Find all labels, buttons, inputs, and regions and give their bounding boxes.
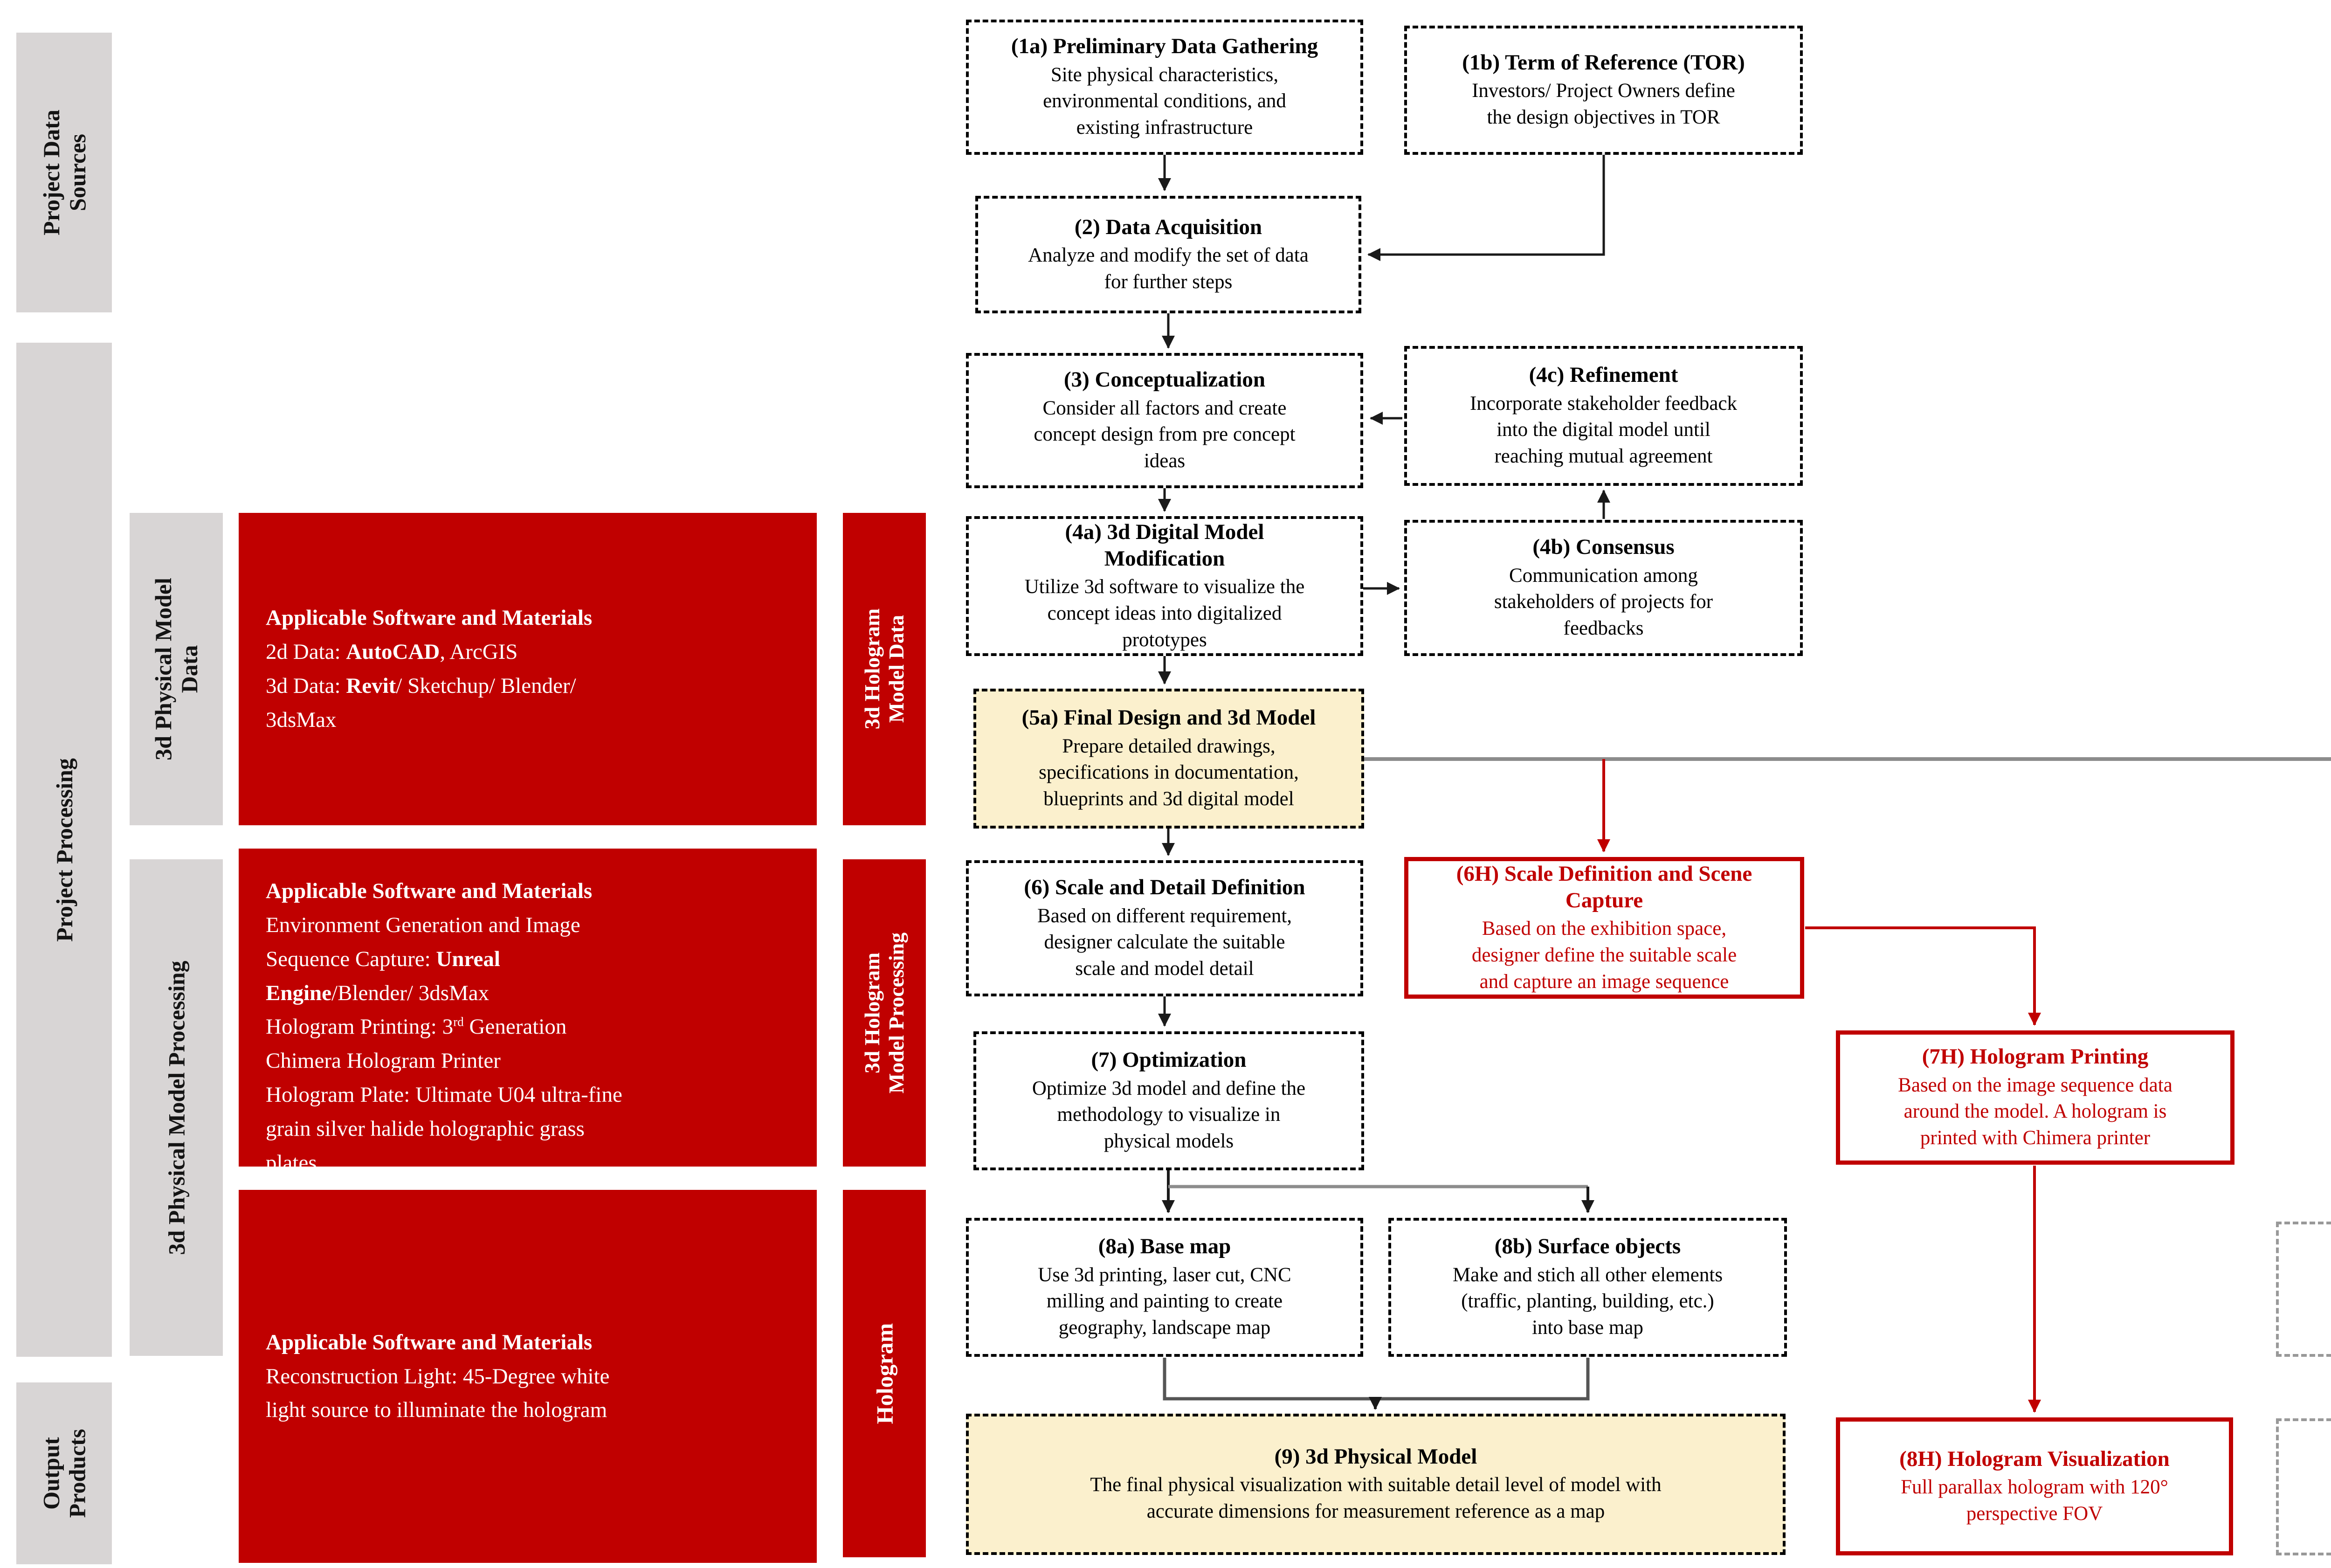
box-4c-refinement: (4c) Refinement Incorporate stakeholder … — [1404, 346, 1803, 486]
box-4b-consensus: (4b) Consensus Communication among stake… — [1404, 520, 1803, 656]
box-5b-basic-and-construction-design: (5b) Basic and Construction Design Trans… — [2276, 1222, 2331, 1357]
row-label-output-products: Output Products — [16, 1382, 112, 1564]
box-5a-final-design-and-3d-model: (5a) Final Design and 3d Model Prepare d… — [973, 689, 1364, 829]
box-7h-hologram-printing: (7H) Hologram Printing Based on the imag… — [1836, 1030, 2234, 1165]
row-label-3d-physical-model-data: 3d Physical Model Data — [130, 513, 223, 825]
box-8h-hologram-visualization: (8H) Hologram Visualization Full paralla… — [1836, 1417, 2233, 1555]
box-3-conceptualization: (3) Conceptualization Consider all facto… — [966, 353, 1363, 488]
box-6h-scale-definition-and-scene-capture: (6H) Scale Definition and Scene Capture … — [1404, 857, 1804, 999]
row-label-3d-hologram-model-data: 3d Hologram Model Data — [843, 513, 926, 825]
row-label-project-processing: Project Processing — [16, 343, 112, 1357]
box-6-scale-and-detail-definition: (6) Scale and Detail Definition Based on… — [966, 860, 1363, 996]
box-1a-preliminary-data-gathering: (1a) Preliminary Data Gathering Site phy… — [966, 20, 1363, 155]
row-label-3d-hologram-model-processing: 3d Hologram Model Processing — [843, 859, 926, 1167]
box-8a-base-map: (8a) Base map Use 3d printing, laser cut… — [966, 1218, 1363, 1357]
box-5c-built-environment: (5c) Built Environment Finish building f… — [2276, 1418, 2331, 1555]
box-7-optimization: (7) Optimization Optimize 3d model and d… — [973, 1031, 1364, 1170]
box-4a-3d-digital-model-modification: (4a) 3d Digital Model Modification Utili… — [966, 516, 1363, 656]
row-label-3d-physical-model-processing: 3d Physical Model Processing — [130, 859, 223, 1356]
row-label-hologram: Hologram — [843, 1190, 926, 1557]
box-8b-surface-objects: (8b) Surface objects Make and stich all … — [1388, 1218, 1787, 1357]
box-2-data-acquisition: (2) Data Acquisition Analyze and modify … — [975, 196, 1361, 313]
row-label-project-data-sources: Project Data Sources — [16, 33, 112, 312]
box-1b-term-of-reference: (1b) Term of Reference (TOR) Investors/ … — [1404, 26, 1803, 155]
box-9-3d-physical-model: (9) 3d Physical Model The final physical… — [966, 1414, 1786, 1555]
